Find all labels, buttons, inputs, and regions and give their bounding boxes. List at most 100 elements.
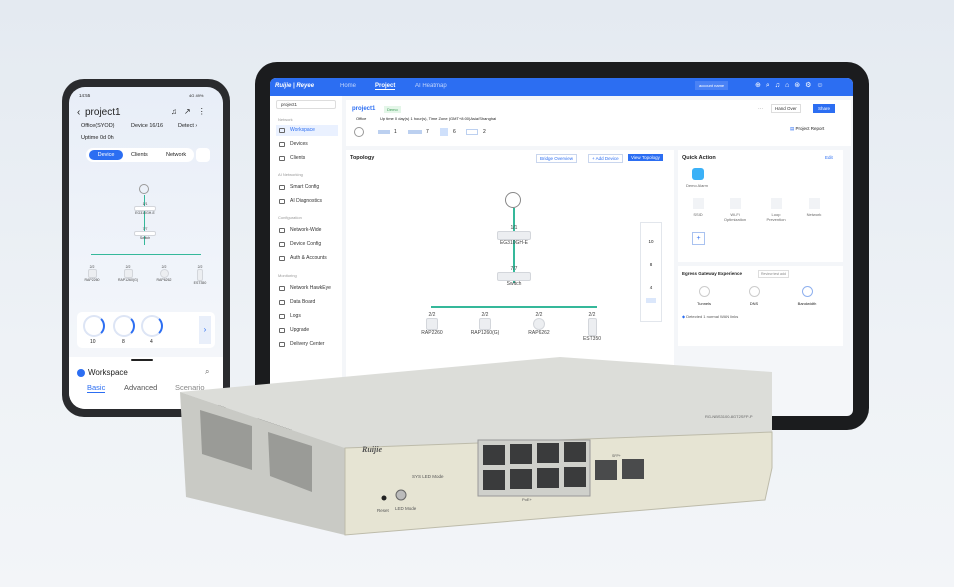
more-button[interactable]: ··· — [758, 106, 763, 112]
device-name: RAP2260 — [84, 278, 100, 282]
egress-tag[interactable]: Review test add — [758, 270, 789, 278]
add-device-button[interactable]: + Add Device — [588, 154, 623, 163]
sidebar-item-hawkeye[interactable]: Network HawkEye — [276, 283, 338, 294]
sidebar-item-workspace[interactable]: Workspace — [276, 125, 338, 136]
sidebar-item-network-wide[interactable]: Network-Wide — [276, 225, 338, 236]
led-mode-button[interactable] — [395, 489, 407, 501]
tab-device[interactable]: Device — [89, 150, 123, 160]
tab-clients[interactable]: Clients — [131, 152, 148, 158]
hand-over-button[interactable]: Hand Over — [771, 104, 801, 113]
egress-bandwidth[interactable]: Bandwidth — [792, 286, 822, 306]
count-ap: 6 — [453, 129, 456, 135]
label: Tunnels — [696, 301, 712, 306]
egress-tunnels[interactable]: Tunnels — [692, 286, 716, 306]
account-select[interactable]: account name — [695, 81, 729, 90]
sidebar-item-ai-diagnostics[interactable]: AI Diagnostics — [276, 196, 338, 207]
ports: 1/1 — [142, 202, 148, 206]
alarm-icon[interactable] — [692, 168, 704, 180]
project-select[interactable]: project1 — [276, 100, 336, 109]
scene: Office(SYOD) — [81, 123, 115, 129]
project-report-button[interactable]: ▤ Project Report — [790, 126, 824, 132]
search-icon[interactable]: ⌕ — [205, 367, 210, 376]
back-button[interactable]: ‹ — [77, 107, 81, 118]
add-action-button[interactable]: + — [692, 232, 705, 245]
drag-handle[interactable] — [131, 359, 153, 361]
network-icon — [279, 228, 285, 233]
sidebar-item-clients[interactable]: Clients — [276, 153, 338, 164]
sidebar-item-data-board[interactable]: Data Board — [276, 297, 338, 308]
stat-switch: 8 — [649, 262, 653, 267]
nav-ai-heatmap[interactable]: AI Heatmap — [415, 83, 447, 89]
ap-icon — [533, 318, 545, 330]
device-name: EG310GH-E — [499, 240, 529, 246]
header-actions[interactable]: ♫↗⋮ — [171, 107, 213, 116]
bridge-overview-button[interactable]: Bridge Overview — [536, 154, 578, 163]
ap-icon — [197, 269, 203, 281]
egress-dns[interactable]: DNS — [742, 286, 766, 306]
tab-advanced[interactable]: Advanced — [124, 383, 158, 392]
sidebar-item-devices[interactable]: Devices — [276, 139, 338, 150]
sidebar-item-auth[interactable]: Auth & Accounts — [276, 253, 338, 264]
count-bridge: 2 — [483, 129, 486, 135]
sidebar-item-logs[interactable]: Logs — [276, 311, 338, 322]
phone-screen: 14:55 4G 49% ‹ project1 ♫↗⋮ Office(SYOD)… — [69, 87, 223, 409]
uptime: Up time 0 day(s) 1 hour(s), Time Zone (G… — [380, 116, 497, 121]
tab-scenario[interactable]: Scenario — [175, 383, 205, 392]
label: Logs — [290, 313, 301, 319]
detect-button[interactable]: Detect › — [178, 123, 198, 129]
project-header: project1 Demo Office Up time 0 day(s) 1 … — [346, 100, 851, 146]
section-monitoring: Monitoring — [278, 273, 297, 278]
internet-icon — [354, 127, 364, 137]
nav-project[interactable]: Project — [375, 83, 396, 90]
collapse-button[interactable] — [646, 298, 656, 303]
sidebar-item-smart-config[interactable]: Smart Config — [276, 182, 338, 193]
view-topology-button[interactable]: View Topology — [628, 154, 663, 161]
gateway-device-icon — [497, 231, 531, 240]
nav-home[interactable]: Home — [340, 83, 357, 89]
wifi-icon — [729, 198, 741, 209]
scene: Office — [356, 116, 367, 121]
count-switch: 7 — [426, 129, 429, 135]
tab-network[interactable]: Network — [166, 152, 187, 158]
quick-action-title: Quick Action — [682, 155, 716, 161]
action-network[interactable]: Network — [802, 198, 826, 217]
action-wifi[interactable]: Wi-Fi Optimization — [722, 198, 748, 222]
action-loop[interactable]: Loop Prevention — [764, 198, 788, 222]
egress-title: Egress Gateway Experience — [682, 271, 743, 276]
shield-icon: ◆ — [682, 314, 687, 319]
reset-button[interactable] — [381, 495, 387, 501]
action-ssid[interactable]: SSID — [688, 198, 708, 217]
ap-icon — [87, 269, 97, 278]
ports: 2/2 — [125, 265, 131, 269]
label: AI Diagnostics — [290, 198, 322, 204]
sidebar-item-device-config[interactable]: Device Config — [276, 239, 338, 250]
phone-title: project1 — [85, 107, 121, 118]
topology-icon[interactable] — [196, 148, 210, 162]
ports: 2/2 — [588, 312, 596, 318]
label: Project Report — [795, 126, 825, 131]
share-button[interactable]: Share — [813, 104, 836, 113]
sidebar-item-upgrade[interactable]: Upgrade — [276, 325, 338, 336]
sidebar-item-delivery[interactable]: Delivery Center — [276, 339, 338, 350]
next-button[interactable]: › — [199, 316, 211, 344]
ports: 2/2 — [481, 312, 489, 318]
label: Detect — [178, 123, 194, 129]
vent-grille — [200, 410, 252, 470]
view-tabs: Device Clients Network — [86, 148, 194, 162]
edit-button[interactable]: Edit — [825, 155, 833, 160]
smart-config-icon — [279, 185, 285, 190]
header-icons[interactable]: ⊕⌕♫⌂⊛⚙☺ — [755, 82, 829, 89]
tab-basic[interactable]: Basic — [87, 383, 106, 393]
